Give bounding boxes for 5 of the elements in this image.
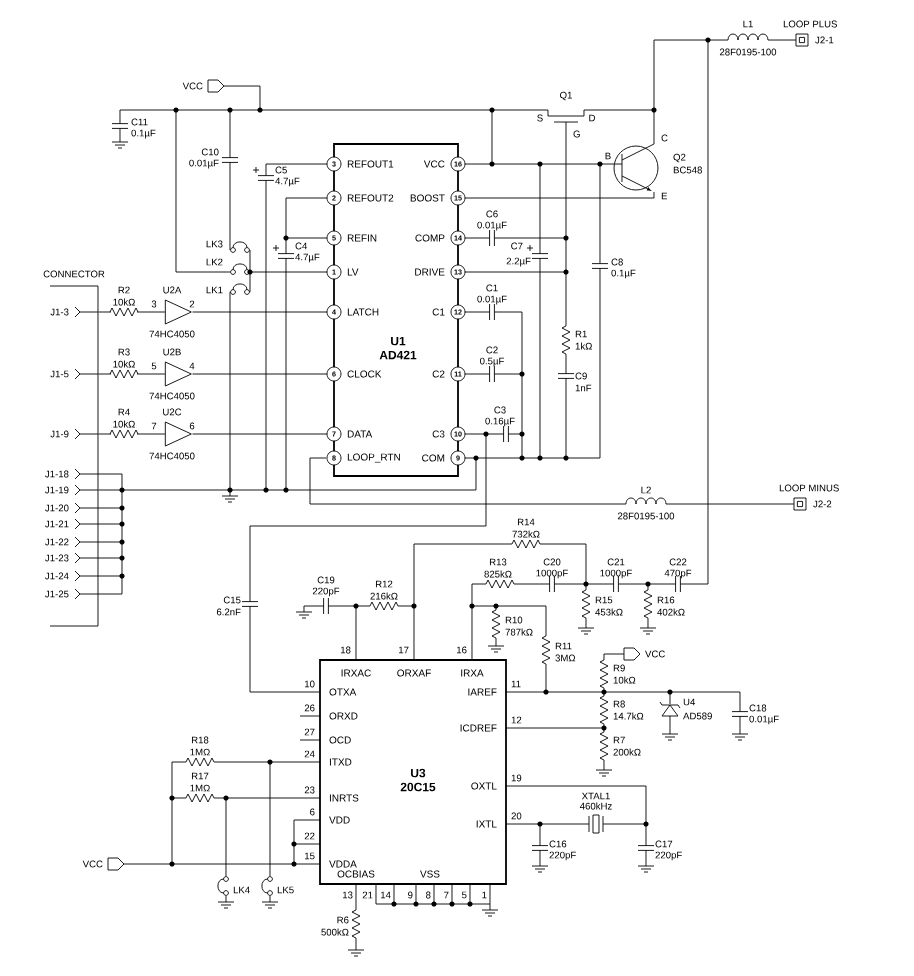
wire — [98, 433, 166, 435]
wire — [98, 457, 477, 491]
wire — [98, 373, 166, 375]
wire — [249, 433, 487, 693]
wire — [98, 311, 166, 313]
